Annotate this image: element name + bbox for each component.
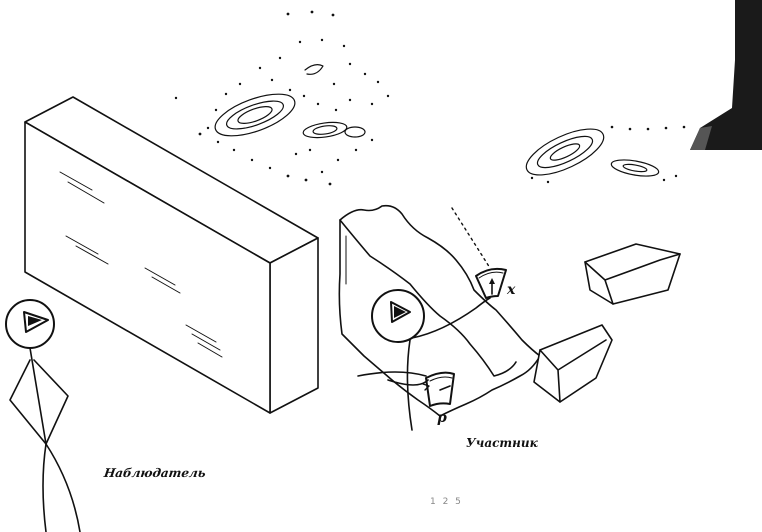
x-symbol-label: x	[507, 282, 516, 298]
corner-shadow	[690, 0, 762, 150]
participant-caption: Участник	[466, 436, 538, 450]
dial-p-icon	[425, 371, 455, 407]
page-number: 1 2 5	[430, 497, 463, 507]
galaxy-cluster-right	[525, 125, 686, 184]
p-symbol-label: p	[437, 410, 447, 426]
observer-caption: Наблюдатель	[103, 466, 207, 480]
sight-line	[451, 207, 491, 269]
observer-figure	[5, 299, 81, 532]
glass-reflections	[59, 171, 223, 358]
galaxy-cluster-left	[174, 10, 390, 186]
glass-block	[24, 96, 319, 414]
participant-figure	[357, 289, 491, 431]
slab-fragment-lower	[533, 324, 613, 403]
slab-fragment-upper	[584, 243, 681, 305]
dial-x-icon	[475, 267, 507, 299]
